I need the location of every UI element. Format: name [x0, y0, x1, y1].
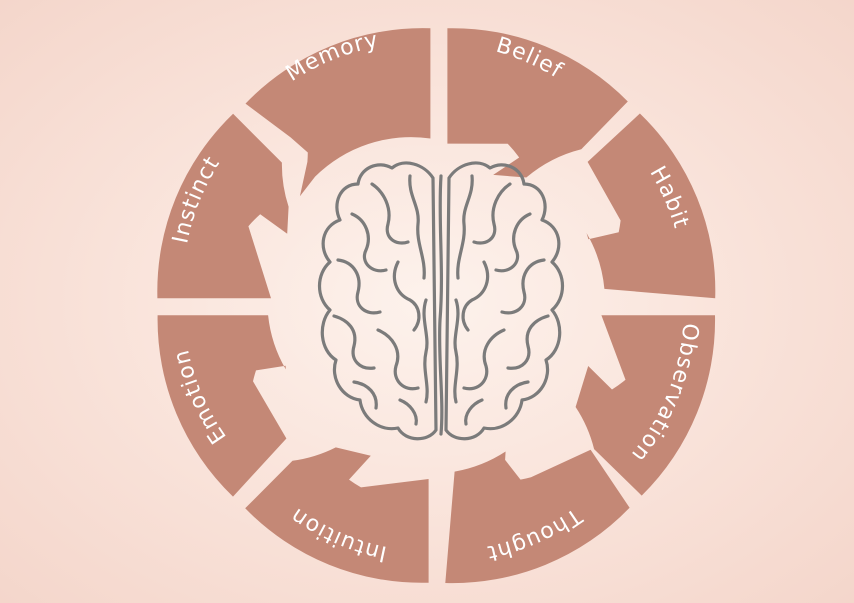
segment-intuition: Intuition: [245, 447, 429, 583]
segment-instinct: Instinct: [157, 113, 289, 299]
segment-emotion-shape: [157, 315, 287, 497]
brain-left-gyri: [332, 174, 429, 426]
segment-thought: Thought: [445, 449, 630, 584]
brain-right-gyri: [453, 174, 550, 426]
segment-belief: Belief: [447, 28, 628, 178]
segment-memory-shape: [245, 28, 431, 197]
brain-right-hemisphere: [444, 161, 565, 441]
segment-habit-shape: [586, 113, 716, 299]
segment-belief-shape: [447, 28, 628, 178]
segment-instinct-shape: [157, 113, 289, 299]
segment-intuition-shape: [245, 447, 429, 583]
brain-icon: [317, 161, 565, 441]
segment-thought-shape: [445, 449, 630, 584]
segment-emotion: Emotion: [157, 315, 287, 497]
brain-fissure: [438, 174, 444, 436]
brain-left-hemisphere: [317, 161, 438, 441]
segment-observation-shape: [575, 315, 716, 496]
segment-ring: Memory Belief Habit Observation: [157, 28, 716, 584]
segment-habit: Habit: [586, 113, 716, 299]
